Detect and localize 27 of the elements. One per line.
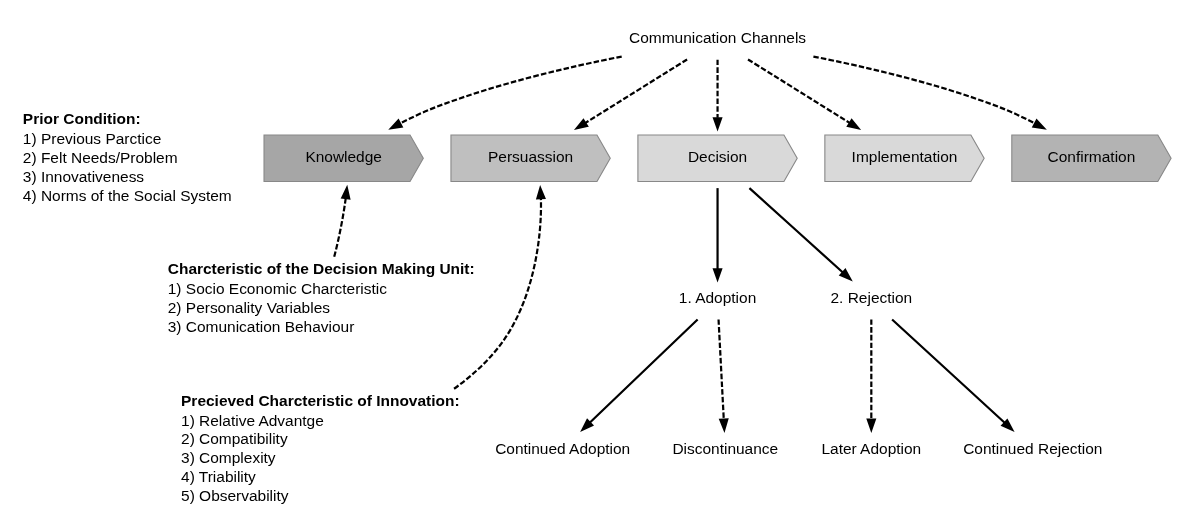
node-text: Continued Adoption [495, 439, 631, 457]
arrow [453, 184, 546, 390]
label: 3) Innovativeness [22, 167, 145, 185]
node-text: Discontinuance [672, 439, 779, 457]
label: 1) Previous Parctice [22, 129, 162, 147]
node-text: Continued Rejection [963, 439, 1103, 457]
arrow [813, 54, 1047, 130]
node-text: Precieved Charcteristic of Innovation: 1) Relative Advantge 2) Compatibility 3) Complexity 4) Triability 5) Observability [181, 391, 460, 504]
node-text: Later Adoption [821, 439, 922, 457]
arrow [712, 59, 723, 132]
arrow [891, 318, 1015, 432]
label: 4) Norms of the Social System [22, 186, 232, 204]
arrow [747, 58, 862, 130]
label: 2) Felt Needs/Problem [22, 148, 178, 166]
arrow [717, 318, 729, 433]
arrow [333, 184, 351, 257]
label: Prior Condition: [22, 109, 141, 127]
arrow [580, 318, 699, 432]
node-text: Communication Channels [628, 28, 807, 46]
arrow [573, 58, 688, 130]
node-text: 2. Rejection [830, 288, 913, 306]
arrow [866, 318, 877, 433]
arrow [748, 186, 853, 281]
node-text: 1. Adoption [678, 288, 757, 306]
arrow [388, 54, 622, 130]
arrow [712, 187, 723, 283]
node-text: Charcteristic of the Decision Making Unit: 1) Socio Economic Charcteristic 2) Personality Variables 3) Comunication Behaviour [167, 259, 475, 335]
